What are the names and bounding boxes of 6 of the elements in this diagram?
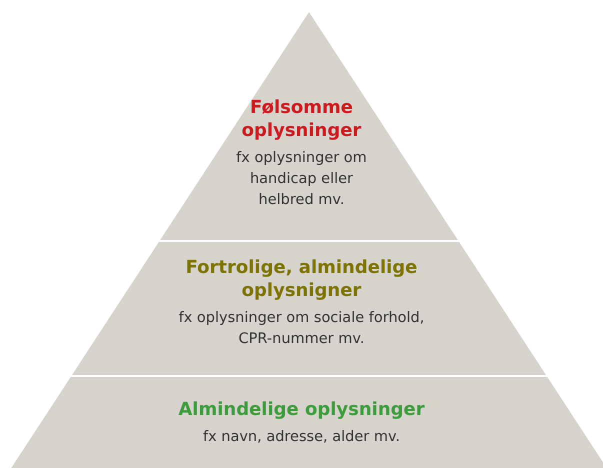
band-description: fx navn, adresse, alder mv. xyxy=(202,428,402,447)
band-description: fx oplysninger om handicap eller helbred mv. xyxy=(235,149,368,210)
band-heading: Almindelige oplysninger xyxy=(177,398,426,421)
band-heading: Følsomme oplysninger xyxy=(240,96,362,142)
band-heading: Fortrolige, almindelige oplysnigner xyxy=(184,256,418,302)
band-description: fx oplysninger om sociale forhold, CPR-nummer mv. xyxy=(178,309,426,349)
